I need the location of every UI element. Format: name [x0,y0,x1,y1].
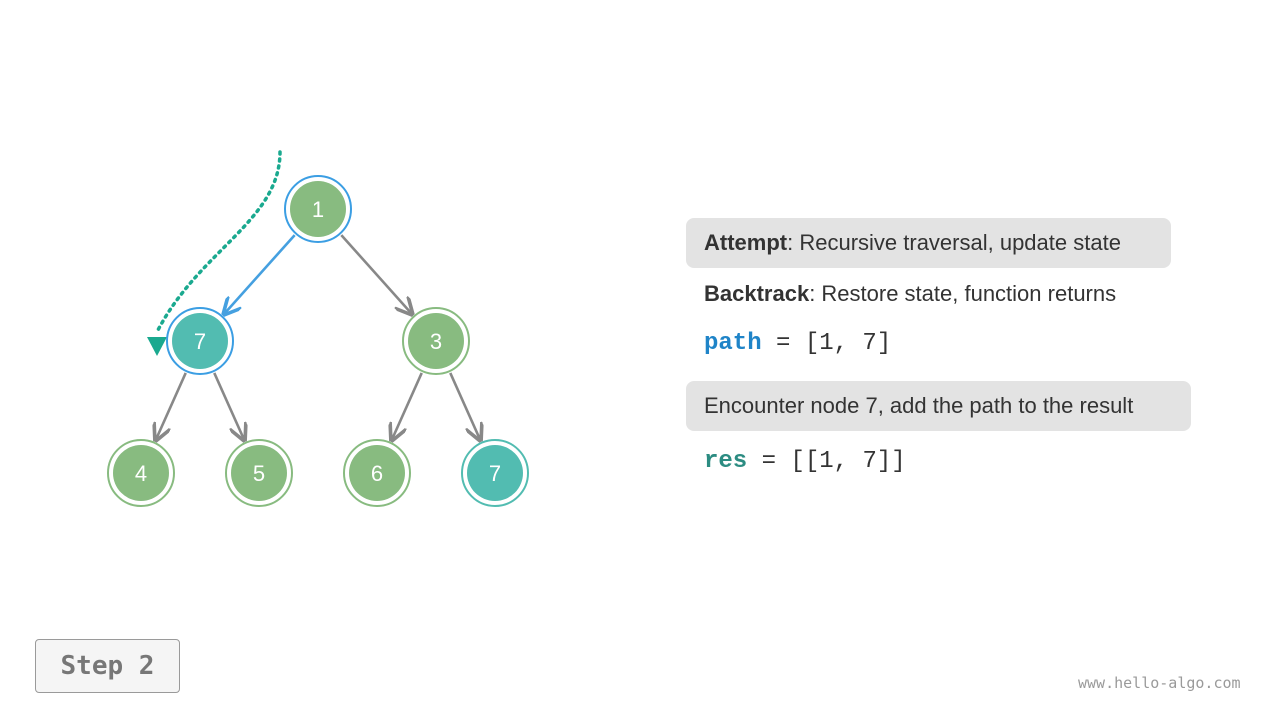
node-value: 4 [135,461,147,486]
traversal-trail [156,150,282,332]
res-value: = [[1, 7]] [747,448,906,475]
attempt-description: : Recursive traversal, update state [787,230,1121,255]
result-state: res = [[1, 7]] [686,437,1171,487]
site-watermark: www.hello-algo.com [1078,674,1241,692]
backtrack-label: Backtrack [704,281,810,306]
encounter-message: Encounter node 7, add the path to the re… [686,381,1191,431]
res-variable: res [704,448,748,475]
node-value: 7 [194,329,206,354]
tree-node-n1: 1 [284,175,352,243]
tree-node-n7a: 7 [166,307,234,375]
node-value: 5 [253,461,265,486]
edge-n7a-n4 [156,372,187,440]
node-value: 1 [312,197,324,222]
edge-n3-n7b [449,372,480,440]
node-value: 3 [430,329,442,354]
step-indicator: Step 2 [35,639,180,693]
edge-n1-n7a [224,234,296,314]
path-variable: path [704,330,762,357]
tree-node-n4: 4 [107,439,175,507]
edge-n3-n6 [392,372,423,440]
node-value: 7 [489,461,501,486]
attempt-row: Attempt: Recursive traversal, update sta… [686,218,1171,268]
path-value: = [1, 7] [761,330,892,357]
path-state: path = [1, 7] [686,319,1171,369]
tree-node-n5: 5 [225,439,293,507]
backtrack-description: : Restore state, function returns [809,281,1117,306]
tree-nodes: 1 7 3 4 5 6 7 [107,175,529,507]
traversal-trail-arrowhead-icon [147,337,167,356]
backtrack-row: Backtrack: Restore state, function retur… [686,269,1171,319]
edge-n7a-n5 [213,372,244,440]
tree-node-n6: 6 [343,439,411,507]
tree-edges [156,234,481,440]
tree-node-n3: 3 [402,307,470,375]
edge-n1-n3 [340,234,412,314]
tree-node-n7b: 7 [461,439,529,507]
node-value: 6 [371,461,383,486]
attempt-label: Attempt [704,230,788,255]
